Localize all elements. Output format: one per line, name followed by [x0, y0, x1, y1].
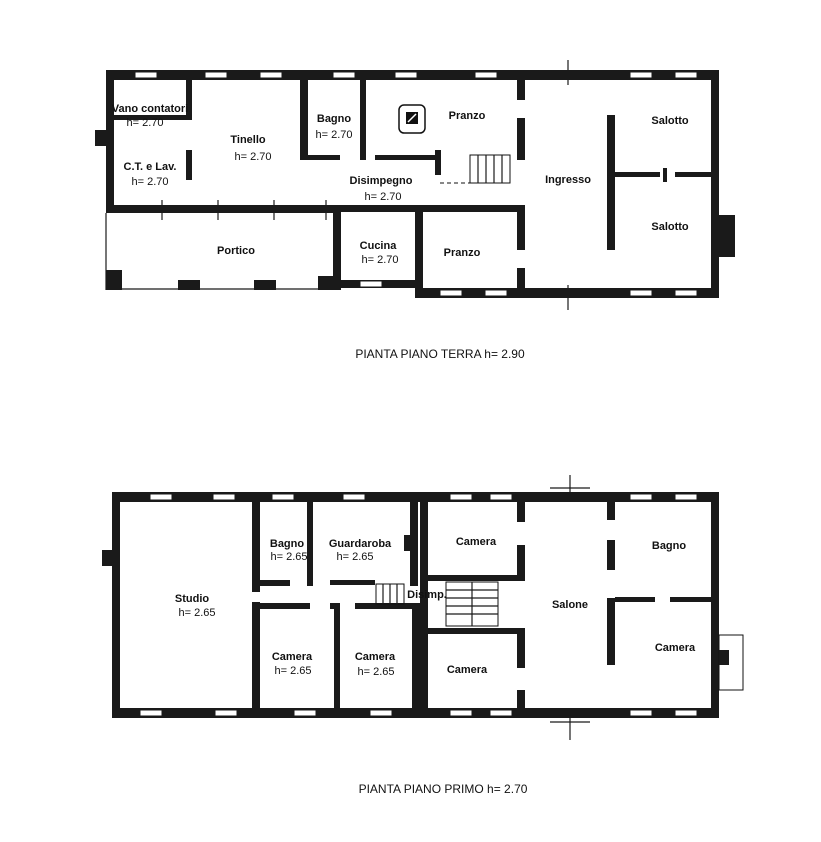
room-name: Camera — [447, 664, 488, 676]
ground-floor-fireplace — [398, 104, 426, 134]
room-name: Bagno — [317, 113, 352, 125]
ground-floor-windows — [134, 60, 698, 310]
room-height: h= 2.65 — [274, 665, 311, 677]
room-height: h= 2.65 — [178, 607, 215, 619]
ground-floor-caption: PIANTA PIANO TERRA h= 2.90 — [355, 347, 525, 361]
room-height: h= 2.70 — [131, 176, 168, 188]
first-floor-room-labels: Studio h= 2.65 Bagno h= 2.65 Guardaroba … — [175, 536, 696, 678]
room-name: Camera — [456, 536, 497, 548]
room-name: Bagno — [652, 540, 687, 552]
ground-floor-plan: Vano contatori h= 2.70 C.T. e Lav. h= 2.… — [95, 60, 735, 361]
room-height: h= 2.65 — [357, 666, 394, 678]
room-name: Camera — [655, 642, 696, 654]
room-name: Cucina — [360, 240, 398, 252]
room-name: Ingresso — [545, 174, 591, 186]
room-height: h= 2.70 — [361, 254, 398, 266]
first-floor-caption: PIANTA PIANO PRIMO h= 2.70 — [359, 782, 528, 796]
first-floor-walls — [102, 492, 744, 718]
ground-floor-stairs — [440, 154, 511, 184]
room-height: h= 2.70 — [234, 151, 271, 163]
room-name: Pranzo — [449, 110, 486, 122]
ground-floor-walls — [95, 70, 735, 298]
room-name: Salone — [552, 599, 588, 611]
first-floor-plan: Studio h= 2.65 Bagno h= 2.65 Guardaroba … — [102, 475, 744, 796]
room-height: h= 2.70 — [126, 117, 163, 129]
room-name: Studio — [175, 593, 209, 605]
room-name: Disimp. — [407, 589, 447, 601]
room-name: C.T. e Lav. — [124, 161, 177, 173]
room-name: Camera — [272, 651, 313, 663]
room-height: h= 2.70 — [364, 191, 401, 203]
room-name: Salotto — [651, 115, 689, 127]
room-name: Salotto — [651, 221, 689, 233]
room-name: Bagno — [270, 538, 305, 550]
room-name: Portico — [217, 245, 255, 257]
room-name: Pranzo — [444, 247, 481, 259]
first-floor-stairs — [375, 581, 499, 627]
room-name: Camera — [355, 651, 396, 663]
room-height: h= 2.65 — [270, 551, 307, 563]
room-height: h= 2.65 — [336, 551, 373, 563]
ground-floor-room-labels: Vano contatori h= 2.70 C.T. e Lav. h= 2.… — [112, 103, 689, 266]
room-name: Tinello — [230, 134, 266, 146]
room-name: Disimpegno — [350, 175, 413, 187]
first-floor-windows — [139, 475, 698, 740]
room-name: Vano contatori — [112, 103, 188, 115]
room-name: Guardaroba — [329, 538, 392, 550]
room-height: h= 2.70 — [315, 129, 352, 141]
